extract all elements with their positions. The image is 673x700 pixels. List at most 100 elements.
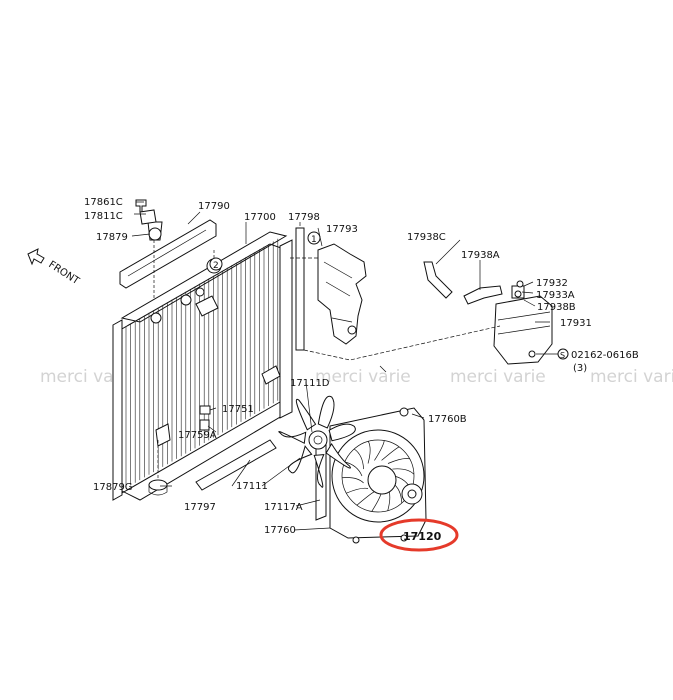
fan-blade-center: [313, 435, 323, 445]
radiator-left-tank: [112, 319, 123, 501]
label-17938c: 17938C: [407, 232, 446, 243]
side-outlet: [261, 365, 281, 385]
clip-lower-2: [400, 534, 408, 542]
front-label: FRONT: [46, 259, 81, 287]
watermark-text-5: merci varie: [590, 367, 673, 387]
upper-mount-bush: [148, 227, 162, 241]
s-marker: [557, 348, 569, 360]
label-17931: 17931: [560, 318, 592, 329]
fan-shroud: [315, 407, 427, 544]
reservoir: [423, 261, 553, 365]
shroud-stator-fin: [346, 487, 369, 494]
clamp-17938b: [516, 280, 524, 288]
fan-blade: [328, 423, 356, 442]
label-17760: 17760: [264, 525, 296, 536]
label-17760b: 17760B: [428, 414, 467, 425]
label-qty-3: (3): [573, 363, 587, 374]
fan-blade-17111: [278, 395, 356, 488]
air-guide-body: [317, 243, 367, 345]
reservoir-cap-top: [514, 290, 522, 298]
watermark-text-3: merci varie: [315, 367, 411, 387]
reservoir-lines: [497, 311, 551, 335]
top-fitting-1: [150, 312, 162, 324]
seal-line: [127, 229, 207, 277]
upper-seal-17790: [119, 219, 217, 289]
radiator: [112, 199, 293, 501]
seal-17797: [195, 439, 277, 491]
seals: [195, 227, 305, 491]
shroud-stator-fin: [367, 441, 371, 464]
radiator-right-tank: [279, 239, 293, 419]
markers: 1 2 S: [209, 231, 569, 360]
label-17861c: 17861C: [84, 197, 123, 208]
bolt-02162: [528, 350, 536, 358]
highlight-label: 17120: [403, 530, 442, 543]
marker-2-text: 2: [213, 261, 219, 271]
label-17797: 17797: [184, 502, 216, 513]
label-17111d: 17111D: [290, 378, 330, 389]
label-17938a: 17938A: [461, 250, 500, 261]
clip-lower-1: [352, 536, 360, 544]
label-17932: 17932: [536, 278, 568, 289]
front-arrow-icon: [27, 248, 45, 266]
label-17751: 17751: [222, 404, 254, 415]
bolt-02162-leader: [379, 365, 387, 373]
s-marker-text: S: [560, 351, 565, 360]
label-17759a: 17759A: [178, 430, 217, 441]
label-02162-0616b: 02162-0616B: [571, 350, 639, 361]
shroud-stator-fin: [392, 468, 415, 475]
radiator-bottom-rail: [121, 401, 281, 494]
watermark-text-4: merci varie: [450, 367, 546, 387]
fan-blade-hub: [308, 430, 328, 450]
label-17111: 17111: [236, 481, 268, 492]
marker-circle-1: [307, 231, 321, 245]
marker-circle-2: [209, 257, 223, 271]
watermark-text-1: merci varie: [40, 367, 136, 387]
shroud-stator-fin: [374, 440, 385, 461]
label-17879: 17879: [96, 232, 128, 243]
top-fitting-2: [180, 294, 192, 306]
label-17117a: 17117A: [264, 502, 303, 513]
shroud-stator-fin: [344, 461, 363, 477]
fan-blade: [325, 442, 351, 469]
air-guide-clip: [347, 325, 357, 335]
part-leaders: [131, 201, 558, 531]
shroud-inner-ring: [341, 439, 415, 513]
clip-17760b: [399, 407, 409, 417]
drain-plug-17751: [199, 405, 211, 415]
label-17811c: 17811C: [84, 211, 123, 222]
front-arrow: FRONT: [27, 248, 82, 288]
hose-17938c: [423, 261, 453, 299]
fan-blade: [288, 445, 313, 474]
air-guide-ribs: [323, 261, 353, 323]
highlight-callout: 17120: [379, 518, 459, 552]
fan-motor-center: [407, 489, 417, 499]
shroud-stator-fin: [356, 491, 375, 506]
lower-mount-17879g: [148, 479, 168, 491]
upper-outlet: [195, 295, 219, 317]
label-17790: 17790: [198, 201, 230, 212]
marker-1-text: 1: [311, 235, 317, 245]
fan-blade: [317, 395, 335, 429]
drain-cock: [155, 423, 171, 447]
label-17933a: 17933A: [536, 290, 575, 301]
part-labels: 17861C 17811C 17879 17790 17700 17798 17…: [84, 197, 639, 536]
lower-mount-body: [148, 485, 168, 496]
top-fitting-3: [195, 287, 205, 297]
reference-dashed-lines: [290, 257, 501, 361]
fan-hub: [367, 465, 397, 495]
label-17700: 17700: [244, 212, 276, 223]
label-17879g: 17879G: [93, 482, 133, 493]
shroud-stator-fin: [381, 446, 400, 461]
fan-blade: [313, 454, 325, 488]
fan-blade: [278, 431, 307, 444]
air-guide-17793: [317, 243, 367, 345]
label-17798: 17798: [288, 212, 320, 223]
seal-17798: [295, 227, 305, 351]
hose-17938a: [463, 285, 503, 305]
drain-plug-17759a: [199, 419, 210, 431]
leader-lines: [131, 201, 558, 531]
highlight-ellipse: [379, 518, 459, 552]
shroud-stator-fin: [342, 477, 364, 484]
shroud-stator-fin: [354, 448, 364, 470]
